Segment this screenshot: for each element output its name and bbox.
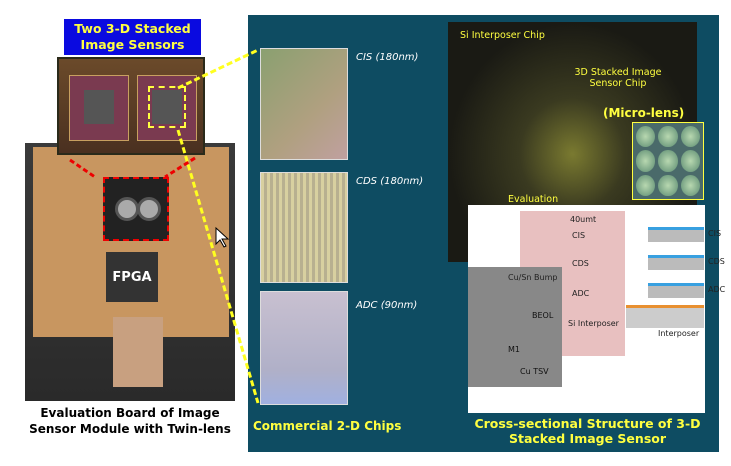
- fpga-chip: FPGA: [106, 252, 158, 302]
- adc-label: ADC (90nm): [356, 300, 418, 311]
- diagram-label-cds: CDS: [708, 257, 725, 266]
- chips-caption: Commercial 2-D Chips: [253, 419, 402, 433]
- thickness-label: 40umt: [570, 215, 597, 224]
- cross-section-caption: Cross-sectional Structure of 3-D Stacked…: [474, 416, 701, 446]
- cds-chip-image: [260, 172, 348, 283]
- sensors-title: Two 3-D Stacked Image Sensors: [64, 19, 201, 55]
- evaluation-board-photo: FPGA: [25, 143, 235, 401]
- diagram-label-interposer: Interposer: [658, 329, 700, 338]
- red-callout-left: [69, 158, 96, 179]
- callout-line-bottom: [176, 129, 260, 404]
- diagram-label-adc: ADC: [708, 285, 726, 294]
- interposer-label: Si Interposer Chip: [460, 30, 545, 41]
- sensor-chip-label: 3D Stacked Image Sensor Chip: [574, 67, 662, 89]
- cds-label: CDS (180nm): [356, 176, 424, 187]
- sensor-package-2: [137, 75, 197, 141]
- adc-chip-image: [260, 291, 348, 405]
- sem-zoom: Cu/Sn Bump BEOL M1 Cu TSV: [468, 267, 562, 387]
- diagram-cis: [648, 227, 704, 242]
- layer-cis: CIS: [572, 231, 586, 240]
- microlens-zoom: [632, 122, 704, 200]
- layer-adc: ADC: [572, 289, 590, 298]
- lens-right: [137, 197, 161, 221]
- pcb: FPGA: [33, 147, 229, 387]
- m1-label: M1: [508, 345, 520, 354]
- callout-line-top: [177, 48, 259, 90]
- layer-cds: CDS: [572, 259, 589, 268]
- diagram-cds: [648, 255, 704, 270]
- layer-interposer: Si Interposer: [568, 319, 619, 328]
- tsv-label: Cu TSV: [520, 367, 549, 376]
- twin-lens-mount: [103, 177, 169, 241]
- microlens-label: (Micro-lens): [603, 106, 685, 120]
- beol-label: BEOL: [532, 311, 554, 320]
- cis-label: CIS (180nm): [356, 52, 419, 63]
- cross-section-figure: 40umt CIS CDS ADC Si Interposer Cu/Sn Bu…: [468, 205, 725, 413]
- connector: [113, 317, 163, 387]
- evaluation-partial-label: Evaluation: [508, 194, 559, 205]
- mouse-cursor-icon: [215, 226, 230, 248]
- diagram-interposer: [626, 305, 704, 328]
- diagram-label-cis: CIS: [708, 229, 722, 238]
- board-caption: Evaluation Board of Image Sensor Module …: [29, 406, 231, 436]
- red-callout-right: [164, 156, 196, 179]
- bump-label: Cu/Sn Bump: [508, 273, 558, 282]
- cis-chip-image: [260, 48, 348, 160]
- diagram-adc: [648, 283, 704, 298]
- stacked-sensors-photo: [57, 57, 205, 155]
- sensor-package-1: [69, 75, 129, 141]
